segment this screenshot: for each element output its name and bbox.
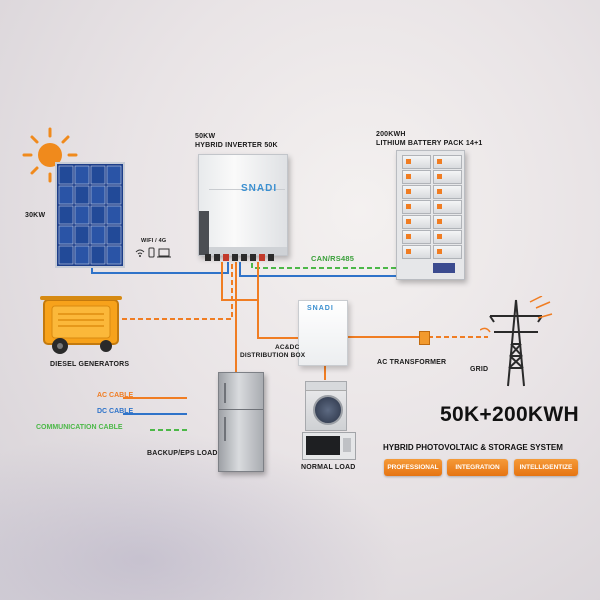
- pv-cell: [90, 165, 106, 185]
- battery-module: [433, 155, 462, 169]
- battery-module: [402, 230, 431, 244]
- battery-module-indicator: [406, 189, 411, 194]
- tag-integration: INTEGRATION: [447, 459, 508, 476]
- comm-label: WIFI / 4G: [141, 238, 167, 244]
- battery-module-indicator: [437, 219, 442, 224]
- ac-transformer-icon: [419, 331, 430, 345]
- battery-module: [433, 200, 462, 214]
- battery-module: [433, 170, 462, 184]
- ac-cable-main: [221, 262, 259, 301]
- battery-module: [402, 185, 431, 199]
- battery-module-indicator: [437, 159, 442, 164]
- battery-module-indicator: [437, 234, 442, 239]
- generator-label: DIESEL GENERATORS: [50, 361, 130, 368]
- transformer-label: AC TRANSFORMER: [377, 359, 447, 366]
- battery-module-indicator: [406, 174, 411, 179]
- comm-cable-can: [251, 263, 396, 269]
- battery-module: [402, 170, 431, 184]
- battery-module: [433, 215, 462, 229]
- pv-cell: [58, 225, 74, 245]
- washing-machine-icon: [305, 381, 347, 431]
- legend-ac-label: AC CABLE: [97, 392, 134, 399]
- refrigerator-icon: [218, 372, 264, 472]
- pv-cell: [90, 225, 106, 245]
- battery-module-indicator: [406, 234, 411, 239]
- pv-cell: [90, 185, 106, 205]
- pv-cell: [58, 245, 74, 265]
- battery-module: [402, 155, 431, 169]
- dc-cable-pv: [91, 262, 229, 274]
- grid-label: GRID: [470, 366, 489, 373]
- diesel-generator-icon: [40, 296, 122, 354]
- pv-cell: [106, 245, 122, 265]
- legend-dc-label: DC CABLE: [97, 408, 134, 415]
- pv-cell: [106, 165, 122, 185]
- ac-cable-dist: [257, 300, 298, 339]
- battery-bms-display: [433, 263, 455, 273]
- battery-module-indicator: [437, 174, 442, 179]
- pv-cell: [90, 205, 106, 225]
- inverter-terminals: [205, 254, 283, 263]
- headline: 50K+200KWH: [440, 403, 579, 426]
- battery-module-indicator: [406, 219, 411, 224]
- pv-cell: [90, 245, 106, 265]
- normal-load-label: NORMAL LOAD: [301, 464, 356, 471]
- wifi-device-icon: [135, 247, 171, 258]
- inverter-name: HYBRID INVERTER 50K: [195, 142, 278, 149]
- pv-cell: [74, 165, 90, 185]
- battery-module-indicator: [406, 204, 411, 209]
- grid-tower-icon: [480, 296, 553, 387]
- battery-module-indicator: [406, 249, 411, 254]
- pv-cell: [58, 185, 74, 205]
- pv-cell: [106, 225, 122, 245]
- backup-load-label: BACKUP/EPS LOAD: [147, 450, 218, 457]
- battery-module: [433, 245, 462, 259]
- pv-cell: [58, 205, 74, 225]
- can-label: CAN/RS485: [311, 254, 355, 263]
- tag-intelligentize: INTELLIGENTIZE: [514, 459, 578, 476]
- pv-cell: [58, 165, 74, 185]
- sun-icon: [22, 127, 78, 183]
- ac-cable-generator: [122, 262, 233, 320]
- battery-module-indicator: [437, 204, 442, 209]
- solar-panel-icon: [55, 162, 125, 268]
- system-title: HYBRID PHOTOVOLTAIC & STORAGE SYSTEM: [383, 443, 563, 452]
- pv-cell: [74, 245, 90, 265]
- pv-cell: [74, 205, 90, 225]
- battery-module: [433, 185, 462, 199]
- battery-module-indicator: [406, 159, 411, 164]
- battery-module-indicator: [437, 189, 442, 194]
- battery-module: [402, 215, 431, 229]
- battery-rating: 200KWH: [376, 131, 406, 138]
- pv-cell: [106, 185, 122, 205]
- distribution-label-2: DISTRIBUTION BOX: [240, 352, 306, 359]
- inverter-rating: 50KW: [195, 133, 216, 140]
- battery-module: [402, 200, 431, 214]
- legend-comm-label: COMMUNICATION CABLE: [36, 424, 123, 431]
- battery-module: [433, 230, 462, 244]
- inverter-brand: SNADI: [241, 183, 278, 194]
- tag-professional: PROFESSIONAL: [384, 459, 442, 476]
- lithium-battery-pack: [396, 150, 465, 280]
- battery-name: LITHIUM BATTERY PACK 14+1: [376, 140, 483, 147]
- battery-module-indicator: [437, 249, 442, 254]
- pv-label: 30KW: [25, 212, 46, 219]
- pv-cell: [74, 225, 90, 245]
- microwave-icon: [302, 432, 356, 460]
- pv-cell: [106, 205, 122, 225]
- battery-module: [402, 245, 431, 259]
- distribution-brand: SNADI: [307, 305, 334, 312]
- pv-cell: [74, 185, 90, 205]
- distribution-box: SNADI: [298, 300, 348, 366]
- distribution-label-1: AC&DC: [275, 344, 300, 351]
- hybrid-inverter: SNADI: [198, 154, 288, 256]
